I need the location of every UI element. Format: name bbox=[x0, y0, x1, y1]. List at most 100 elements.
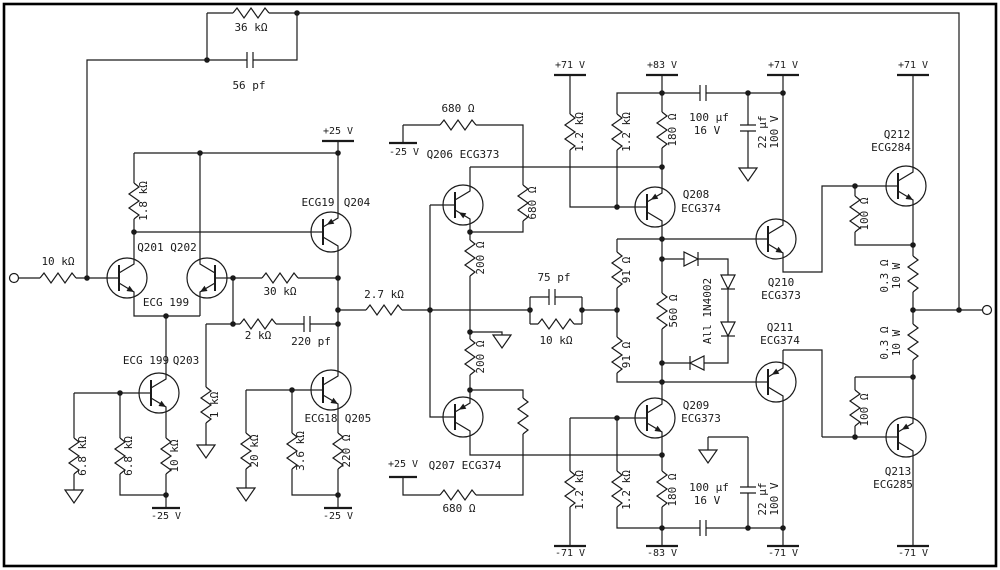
schematic-label: ECG373 bbox=[681, 412, 721, 425]
schematic-label: 6.8 kΩ bbox=[76, 436, 89, 476]
schematic-label: 10 kΩ bbox=[41, 255, 74, 268]
schematic-label: 100 Ω bbox=[858, 393, 871, 426]
transistor-Q212 bbox=[885, 159, 927, 213]
schematic-label: 100 V bbox=[768, 482, 781, 515]
schematic-label: ECG374 bbox=[681, 202, 721, 215]
schematic-label: 10 W bbox=[890, 329, 903, 356]
schematic-label: Q204 bbox=[344, 196, 371, 209]
schematic-label: Q212 bbox=[884, 128, 911, 141]
transistor-Q211 bbox=[755, 355, 797, 409]
schematic-label: +25 V bbox=[388, 459, 418, 470]
schematic-label: Q211 bbox=[767, 321, 794, 334]
schematic-label: -71 V bbox=[555, 548, 585, 559]
schematic-label: 10 kΩ bbox=[168, 439, 181, 472]
schematic-label: 0.3 Ω bbox=[878, 259, 891, 292]
junction-dots bbox=[84, 10, 962, 531]
schematic-label: 680 Ω bbox=[442, 502, 475, 515]
schematic-label: Q210 bbox=[768, 276, 795, 289]
schematic-label: Q208 bbox=[683, 188, 710, 201]
schematic-label: +71 V bbox=[898, 60, 928, 71]
schematic-label: 3.6 kΩ bbox=[294, 431, 307, 471]
schematic-label: 100 Ω bbox=[858, 197, 871, 230]
schematic-label: 10 W bbox=[890, 262, 903, 289]
schematic-label: 220 pf bbox=[291, 335, 331, 348]
schematic-label: 1.2 kΩ bbox=[573, 112, 586, 152]
schematic-label: Q207 ECG374 bbox=[429, 459, 502, 472]
schematic-label: 1.2 kΩ bbox=[573, 470, 586, 510]
schematic-label: 36 kΩ bbox=[234, 21, 267, 34]
schematic-label: ECG373 bbox=[761, 289, 801, 302]
schematic-label: 100 V bbox=[768, 115, 781, 148]
schematic-label: 16 V bbox=[694, 124, 721, 137]
schematic-label: 91 Ω bbox=[620, 341, 633, 368]
schematic-label: 180 Ω bbox=[666, 473, 679, 506]
transistor-Q210 bbox=[755, 212, 797, 266]
schematic-label: 1 kΩ bbox=[208, 391, 221, 418]
schematic-label: 220 Ω bbox=[340, 434, 353, 467]
schematic-label: 180 Ω bbox=[666, 113, 679, 146]
schematic-label: ECG 199 bbox=[123, 354, 169, 367]
transistor-Q209 bbox=[634, 391, 676, 445]
schematic-label: -25 V bbox=[389, 147, 419, 158]
schematic-label: ECG 199 bbox=[143, 296, 189, 309]
schematic-label: 6.8 kΩ bbox=[122, 436, 135, 476]
schematic-label: 16 V bbox=[694, 494, 721, 507]
input-terminal bbox=[8, 272, 20, 284]
schematic-label: Q209 bbox=[683, 399, 710, 412]
transistor-Q203 bbox=[138, 366, 180, 420]
schematic-label: 1.2 kΩ bbox=[620, 112, 633, 152]
schematic-label: +83 V bbox=[647, 60, 677, 71]
schematic-label: All 1N4002 bbox=[701, 278, 714, 344]
schematic-label: 22 µf bbox=[756, 115, 769, 148]
transistor-Q208 bbox=[634, 180, 676, 234]
schematic-label: ECG19 bbox=[301, 196, 334, 209]
schematic-label: -83 V bbox=[647, 548, 677, 559]
schematic-label: Q201 Q202 bbox=[137, 241, 197, 254]
transistor-Q213 bbox=[885, 410, 927, 464]
transistor-Q204 bbox=[310, 205, 352, 259]
schematic-label: 91 Ω bbox=[620, 256, 633, 283]
schematic-label: 10 kΩ bbox=[539, 334, 572, 347]
transistor-Q207 bbox=[442, 390, 484, 444]
schematic-label: 1.2 kΩ bbox=[620, 470, 633, 510]
wire-network bbox=[18, 12, 983, 546]
schematic-label: 20 kΩ bbox=[248, 434, 261, 467]
schematic-label: Q203 bbox=[173, 354, 200, 367]
schematic-label: -71 V bbox=[768, 548, 798, 559]
schematic-label: 56 pf bbox=[232, 79, 265, 92]
transistor-Q205 bbox=[310, 363, 352, 417]
schematic-label: -25 V bbox=[151, 511, 181, 522]
schematic-label: +25 V bbox=[323, 126, 353, 137]
schematic-label: 2.7 kΩ bbox=[364, 288, 404, 301]
schematic-label: 22 µf bbox=[756, 482, 769, 515]
transistor-Q201 bbox=[106, 251, 148, 305]
schematic-label: Q213 bbox=[885, 465, 912, 478]
schematic-label: 75 pf bbox=[537, 271, 570, 284]
output-terminal bbox=[981, 304, 993, 316]
schematic-label: +71 V bbox=[555, 60, 585, 71]
transistor-Q202 bbox=[186, 251, 228, 305]
schematic-label: ECG285 bbox=[873, 478, 913, 491]
schematic-label: 0.3 Ω bbox=[878, 326, 891, 359]
schematic-label: Q206 ECG373 bbox=[427, 148, 500, 161]
schematic-label: -25 V bbox=[323, 511, 353, 522]
power-rail-bars bbox=[152, 73, 929, 548]
schematic-label: 200 Ω bbox=[474, 241, 487, 274]
transistor-Q206 bbox=[442, 178, 484, 232]
schematic-label: ECG284 bbox=[871, 141, 911, 154]
schematic-label: -71 V bbox=[898, 548, 928, 559]
schematic-label: 100 µf bbox=[689, 111, 729, 124]
schematic-label: 1.8 kΩ bbox=[137, 181, 150, 221]
schematic-label: ECG18 bbox=[304, 412, 337, 425]
schematic-label: 200 Ω bbox=[474, 340, 487, 373]
schematic-label: 100 µf bbox=[689, 481, 729, 494]
schematic-label: 680 Ω bbox=[526, 186, 539, 219]
schematic-label: +71 V bbox=[768, 60, 798, 71]
schematic-label: 680 Ω bbox=[441, 102, 474, 115]
schematic-label: 560 Ω bbox=[667, 294, 680, 327]
schematic-label: 2 kΩ bbox=[245, 329, 272, 342]
schematic-label: Q205 bbox=[345, 412, 372, 425]
